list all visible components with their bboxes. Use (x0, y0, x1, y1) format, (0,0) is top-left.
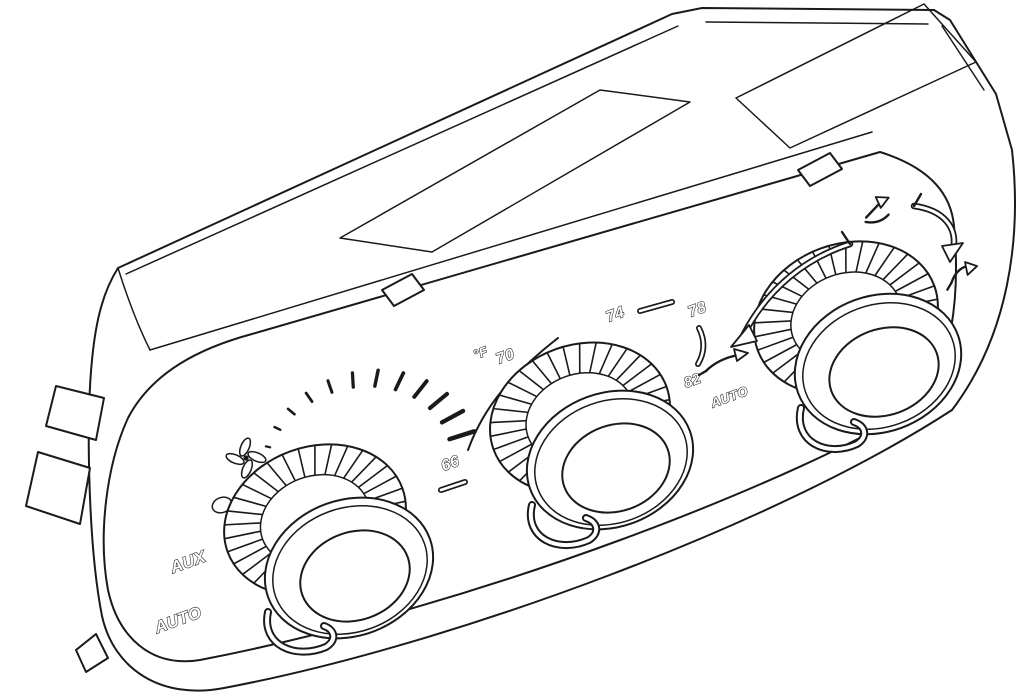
side-tab-upper (45, 385, 105, 441)
rotate-ccw-arrow-icon (730, 230, 854, 348)
temp-74-label: 74 (604, 304, 627, 326)
frame-edge-line (149, 131, 873, 351)
fan-speed-scale (261, 368, 477, 467)
vent-mode-icon-top (864, 196, 890, 224)
roof-edge-line (125, 25, 679, 275)
side-tab-lower (25, 451, 91, 525)
mount-tab-bottom-left (75, 633, 109, 673)
temp-78-label: 78 (686, 299, 709, 321)
frame-tab-right (797, 152, 843, 187)
rotate-cw-arrow-icon (910, 192, 964, 263)
fan-icon (225, 437, 267, 479)
temp-70-label: 70 (494, 346, 517, 368)
temp-tick-78-82-in (696, 326, 705, 366)
vent-mode-icon-right (946, 261, 979, 291)
temp-dash-74-78-in (638, 300, 674, 313)
top-edge-line (705, 21, 929, 25)
mode-knob (753, 240, 963, 454)
frame-left-corner (117, 267, 151, 351)
temperature-knob (489, 341, 695, 550)
temp-dash-66-in (439, 480, 467, 492)
airflow-arrow-icon (697, 348, 749, 377)
top-panel-right (735, 3, 977, 149)
fan-speed-knob (223, 443, 435, 656)
temp-unit-label: °F (471, 343, 490, 362)
top-panel-left (339, 89, 691, 253)
right-corner-line (941, 25, 985, 91)
temp-66-label: 66 (439, 453, 462, 475)
frame-tab-left (381, 273, 425, 307)
